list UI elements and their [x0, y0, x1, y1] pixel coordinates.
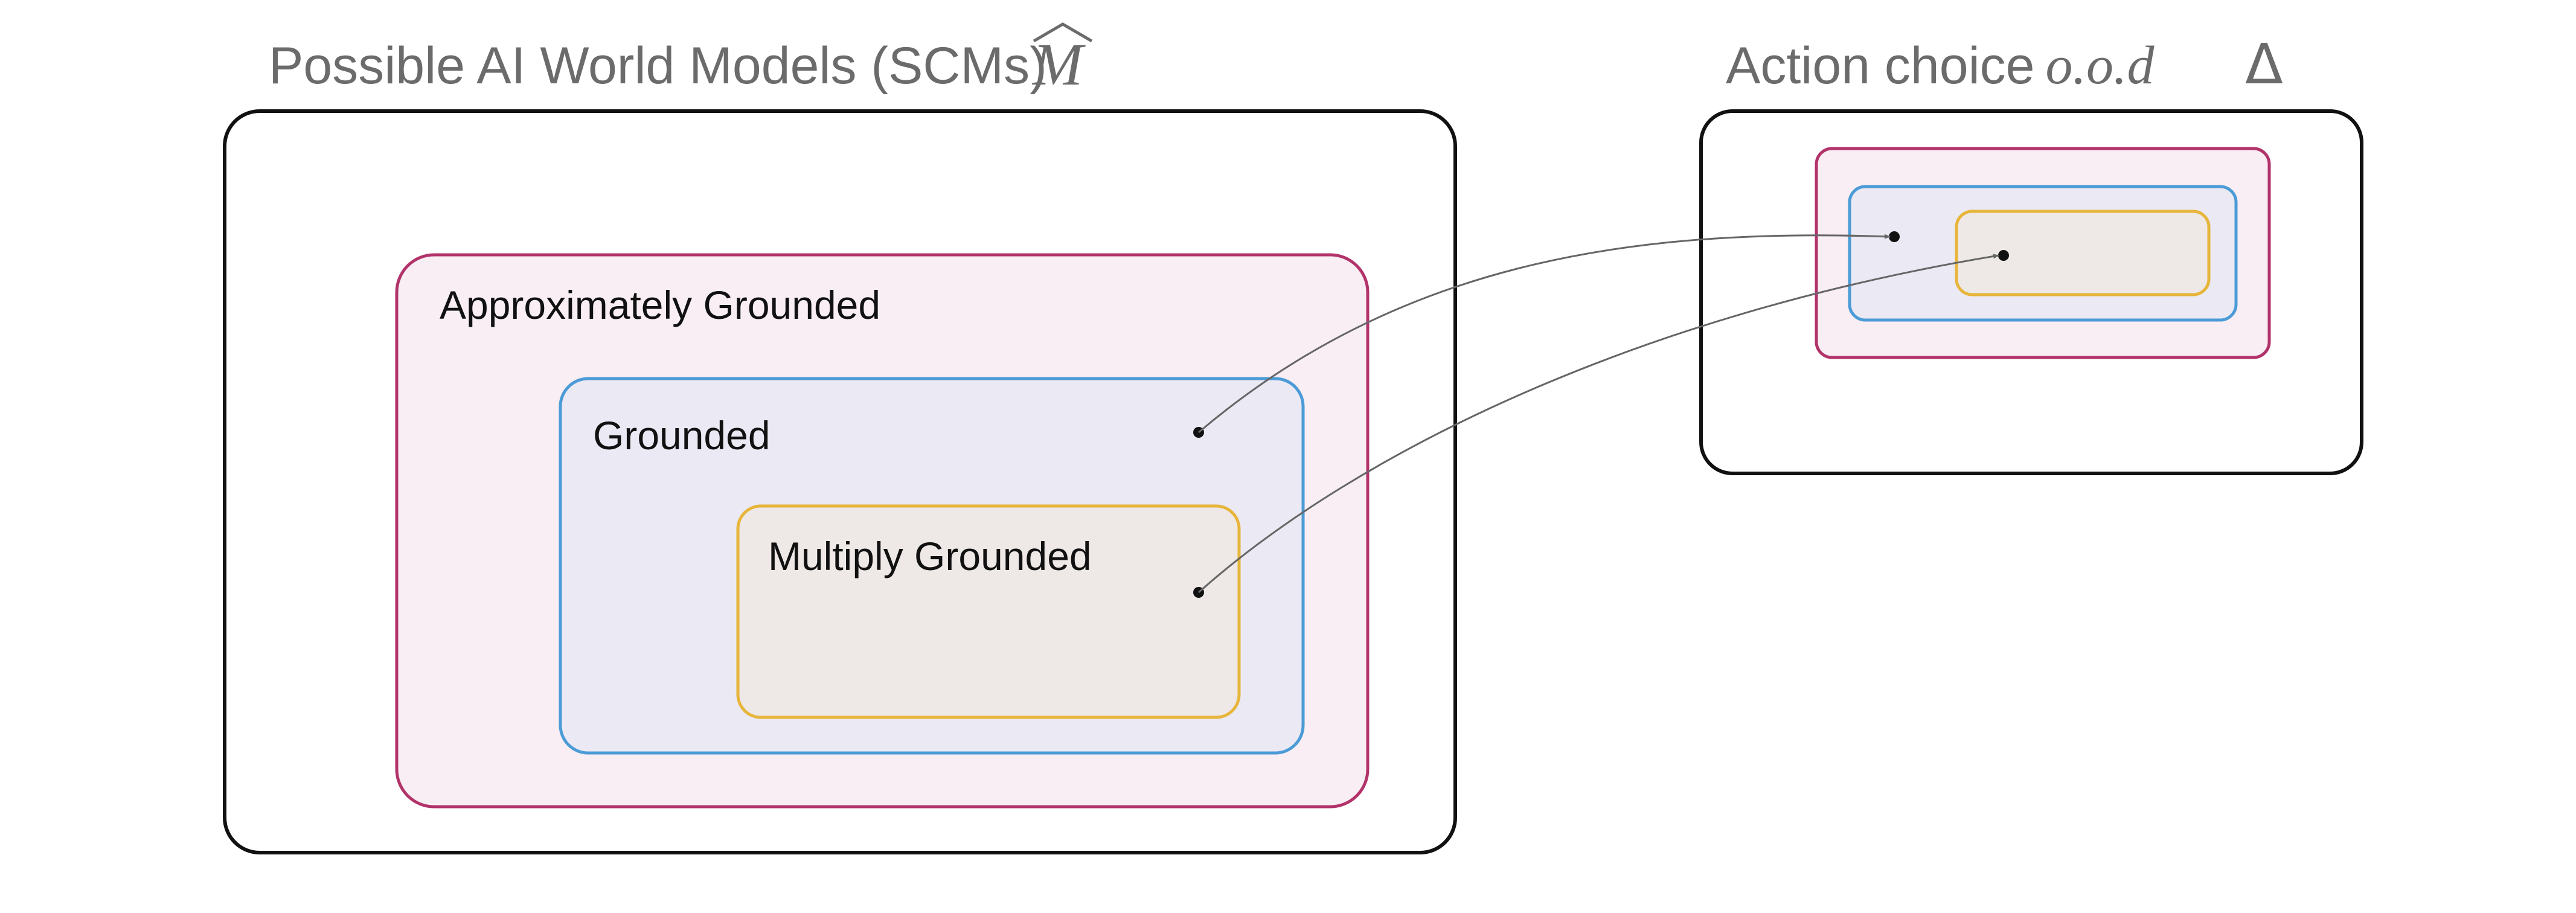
multiply-grounded-region — [736, 504, 1241, 719]
multiply-grounded-mapping-arrow — [1198, 254, 1999, 594]
multiply-grounded-label: Multiply Grounded — [768, 534, 1092, 578]
right-panel-title-math: o.o.d — [2046, 36, 2155, 95]
right-multiply-grounded-point — [1998, 250, 2009, 261]
left-panel-title: Possible AI World Models (SCMs) — [269, 37, 1047, 95]
grounded-label: Grounded — [593, 413, 771, 458]
right-multiply-grounded-region — [1955, 210, 2211, 296]
right-grounded-point — [1889, 231, 1900, 242]
hat-accent-icon — [1033, 22, 1093, 43]
world-model-symbol: M — [1031, 31, 1086, 98]
grounded-mapping-arrow — [1198, 234, 1891, 434]
approximately-grounded-label: Approximately Grounded — [440, 283, 880, 327]
right-panel-title-text: Action choice — [1726, 37, 2035, 95]
delta-symbol: Δ — [2245, 32, 2283, 97]
